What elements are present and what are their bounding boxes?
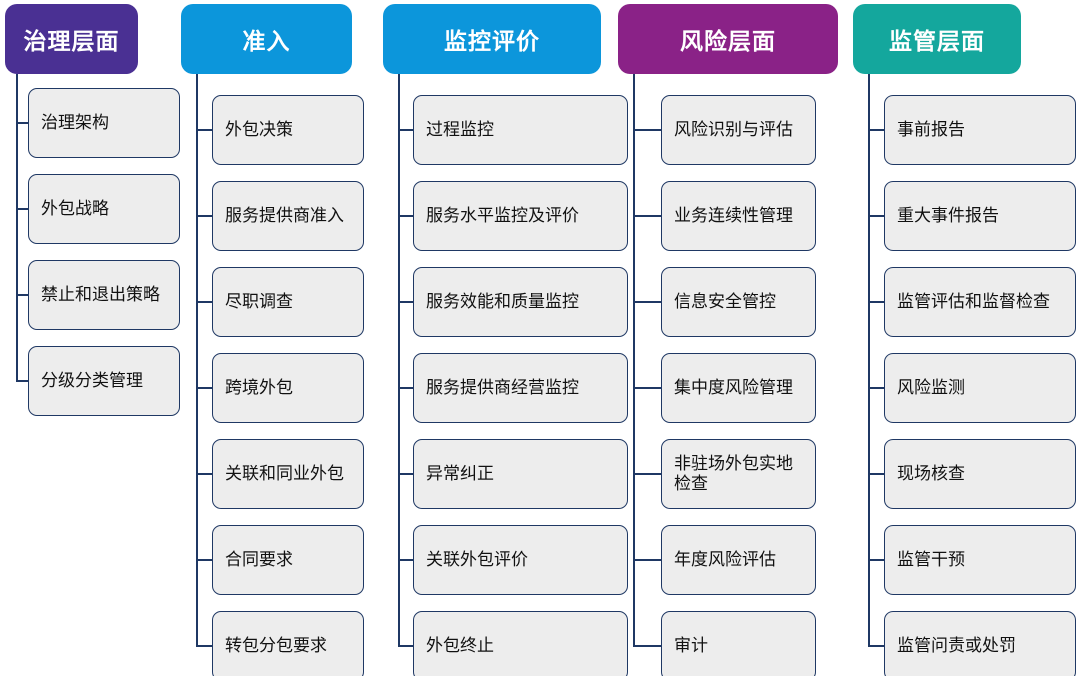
connector-trunk-4 <box>633 74 635 646</box>
connector-trunk-2 <box>196 74 198 646</box>
connector-stub <box>868 387 884 389</box>
item-box[interactable]: 风险监测 <box>884 353 1076 423</box>
connector-stub <box>196 473 212 475</box>
connector-trunk-5 <box>868 74 870 646</box>
connector-stub <box>398 645 413 647</box>
connector-stub <box>868 645 884 647</box>
item-box[interactable]: 信息安全管控 <box>661 267 816 337</box>
connector-stub <box>398 387 413 389</box>
connector-stub <box>196 559 212 561</box>
connector-trunk-3 <box>398 74 400 646</box>
item-box[interactable]: 外包终止 <box>413 611 628 676</box>
column-header-1[interactable]: 治理层面 <box>5 4 138 74</box>
connector-stub <box>196 215 212 217</box>
connector-stub <box>16 122 28 124</box>
column-header-3[interactable]: 监控评价 <box>383 4 601 74</box>
item-box[interactable]: 转包分包要求 <box>212 611 364 676</box>
connector-stub <box>16 208 28 210</box>
connector-stub <box>398 301 413 303</box>
item-box[interactable]: 关联和同业外包 <box>212 439 364 509</box>
connector-stub <box>196 129 212 131</box>
item-box[interactable]: 禁止和退出策略 <box>28 260 180 330</box>
item-box[interactable]: 年度风险评估 <box>661 525 816 595</box>
item-box[interactable]: 业务连续性管理 <box>661 181 816 251</box>
connector-stub <box>868 559 884 561</box>
item-box[interactable]: 分级分类管理 <box>28 346 180 416</box>
connector-stub <box>16 380 28 382</box>
item-box[interactable]: 集中度风险管理 <box>661 353 816 423</box>
item-box[interactable]: 跨境外包 <box>212 353 364 423</box>
connector-stub <box>868 473 884 475</box>
connector-stub <box>633 473 661 475</box>
connector-stub <box>868 129 884 131</box>
connector-stub <box>398 559 413 561</box>
item-box[interactable]: 合同要求 <box>212 525 364 595</box>
column-header-5[interactable]: 监管层面 <box>853 4 1021 74</box>
item-box[interactable]: 重大事件报告 <box>884 181 1076 251</box>
item-box[interactable]: 服务水平监控及评价 <box>413 181 628 251</box>
connector-stub <box>398 129 413 131</box>
column-header-2[interactable]: 准入 <box>181 4 352 74</box>
item-box[interactable]: 事前报告 <box>884 95 1076 165</box>
connector-stub <box>633 387 661 389</box>
connector-stub <box>633 215 661 217</box>
connector-stub <box>633 559 661 561</box>
item-box[interactable]: 非驻场外包实地 检查 <box>661 439 816 509</box>
column-header-4[interactable]: 风险层面 <box>618 4 838 74</box>
item-box[interactable]: 监管评估和监督检查 <box>884 267 1076 337</box>
item-box[interactable]: 过程监控 <box>413 95 628 165</box>
connector-stub <box>196 645 212 647</box>
connector-stub <box>868 215 884 217</box>
item-box[interactable]: 风险识别与评估 <box>661 95 816 165</box>
item-box[interactable]: 外包决策 <box>212 95 364 165</box>
connector-stub <box>398 473 413 475</box>
item-box[interactable]: 审计 <box>661 611 816 676</box>
connector-stub <box>868 301 884 303</box>
connector-stub <box>196 387 212 389</box>
connector-stub <box>633 301 661 303</box>
item-box[interactable]: 治理架构 <box>28 88 180 158</box>
item-box[interactable]: 异常纠正 <box>413 439 628 509</box>
connector-stub <box>196 301 212 303</box>
item-box[interactable]: 服务效能和质量监控 <box>413 267 628 337</box>
item-box[interactable]: 尽职调查 <box>212 267 364 337</box>
item-box[interactable]: 现场核查 <box>884 439 1076 509</box>
item-box[interactable]: 服务提供商准入 <box>212 181 364 251</box>
item-box[interactable]: 关联外包评价 <box>413 525 628 595</box>
connector-stub <box>633 129 661 131</box>
item-box[interactable]: 监管问责或处罚 <box>884 611 1076 676</box>
connector-stub <box>398 215 413 217</box>
connector-trunk-1 <box>16 74 18 381</box>
item-box[interactable]: 服务提供商经营监控 <box>413 353 628 423</box>
connector-stub <box>633 645 661 647</box>
item-box[interactable]: 外包战略 <box>28 174 180 244</box>
connector-stub <box>16 294 28 296</box>
item-box[interactable]: 监管干预 <box>884 525 1076 595</box>
